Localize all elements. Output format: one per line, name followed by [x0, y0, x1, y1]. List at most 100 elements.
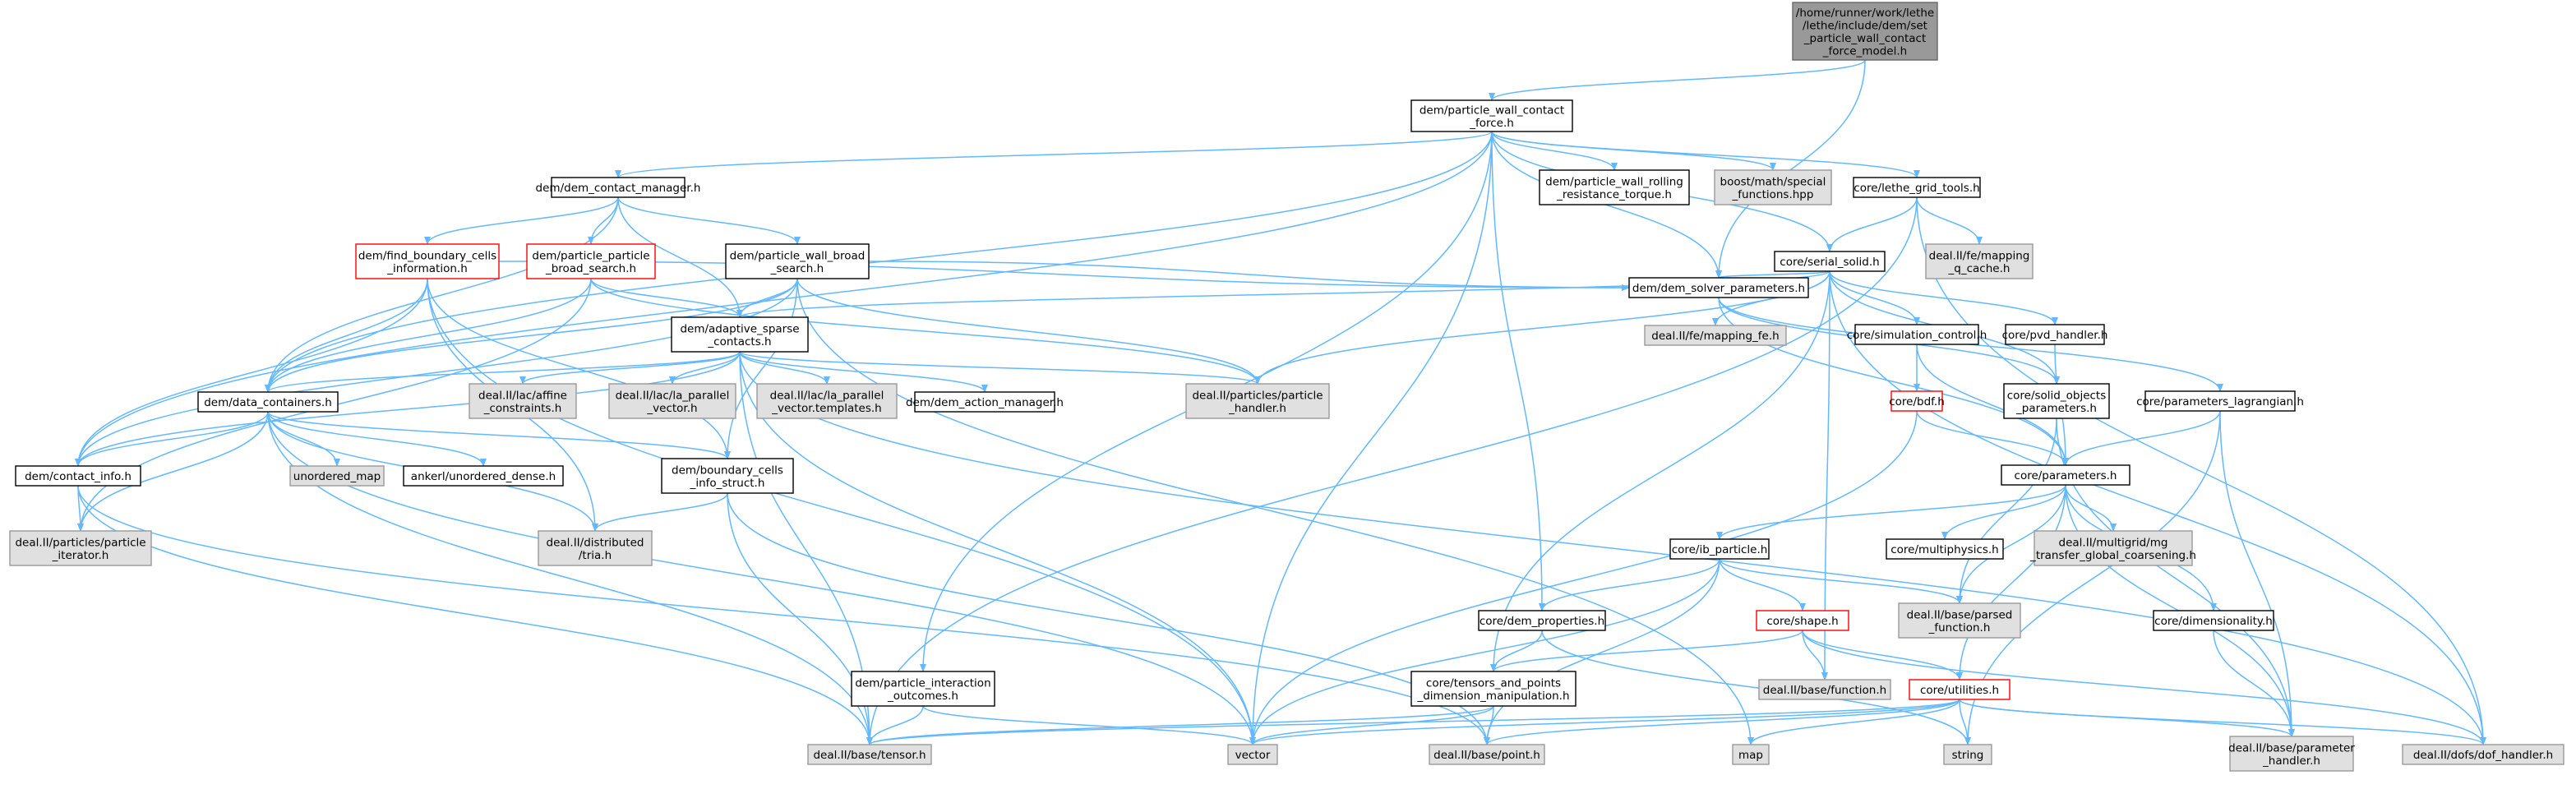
- node-box: [526, 243, 656, 279]
- node-label-line: _outcomes.h: [887, 690, 958, 703]
- graph-node-lgt[interactable]: core/lethe_grid_tools.h: [1853, 177, 1981, 198]
- edge-fbci-to-dsp: [498, 261, 1630, 291]
- node-label-line: string: [1952, 749, 1984, 762]
- edge-pio-to-vector: [922, 705, 1256, 745]
- graph-node-dof[interactable]: deal.II/dofs/dof_handler.h: [2402, 744, 2564, 765]
- node-label-line: dem/dem_solver_parameters.h: [1632, 282, 1805, 295]
- node-label-line: core/multiphysics.h: [1890, 543, 1999, 556]
- node-label-line: deal.II/base/tensor.h: [813, 749, 926, 762]
- edge-ibp-to-dp: [1539, 558, 1720, 611]
- edge-tpdm-to-tensor: [866, 705, 1494, 745]
- graph-node-pfunc[interactable]: deal.II/base/parsed_function.h: [1898, 602, 2021, 639]
- edge-dcm-to-fbci: [424, 196, 619, 245]
- graph-node-ppi[interactable]: deal.II/particles/particle_iterator.h: [9, 530, 152, 566]
- edge-asc-to-affine: [519, 351, 741, 385]
- graph-node-util[interactable]: core/utilities.h: [1909, 679, 2010, 700]
- graph-node-pwbs[interactable]: dem/particle_wall_broad_search.h: [725, 243, 870, 279]
- node-label-line: deal.II/particles/particle: [1192, 389, 1323, 402]
- graph-node-boost[interactable]: boost/math/special_functions.hpp: [1714, 169, 1832, 205]
- graph-node-shape[interactable]: core/shape.h: [1756, 610, 1849, 631]
- node-label-line: _search.h: [770, 262, 824, 275]
- node-label-line: dem/particle_interaction: [855, 676, 990, 690]
- graph-node-ci[interactable]: dem/contact_info.h: [15, 465, 141, 487]
- graph-node-func[interactable]: deal.II/base/function.h: [1758, 679, 1891, 700]
- edge-tpdm-to-vector: [1249, 705, 1494, 745]
- graph-node-map[interactable]: map: [1732, 744, 1770, 765]
- graph-node-pl[interactable]: core/parameters_lagrangian.h: [2136, 390, 2304, 412]
- node-label-line: dem/data_containers.h: [204, 396, 332, 409]
- graph-node-params[interactable]: core/parameters.h: [2001, 464, 2131, 486]
- node-label-line: unordered_map: [293, 470, 381, 483]
- node-label-line: deal.II/particles/particle: [15, 536, 145, 549]
- graph-node-bcis[interactable]: dem/boundary_cells_info_struct.h: [661, 458, 794, 494]
- graph-node-dsp[interactable]: dem/dem_solver_parameters.h: [1628, 277, 1809, 298]
- graph-node-pwrrt[interactable]: dem/particle_wall_rolling_resistance_tor…: [1539, 169, 1690, 205]
- node-label-line: vector: [1235, 749, 1271, 762]
- node-label-line: deal.II/base/function.h: [1763, 684, 1886, 697]
- graph-node-lapv[interactable]: deal.II/lac/la_parallel_vector.h: [608, 383, 736, 419]
- graph-node-ankerl[interactable]: ankerl/unordered_dense.h: [403, 465, 564, 487]
- graph-node-dp[interactable]: core/dem_properties.h: [1478, 610, 1606, 631]
- graph-node-root[interactable]: /home/runner/work/lethe/lethe/include/de…: [1792, 2, 1938, 61]
- edge-params-to-mphys: [1941, 484, 2066, 540]
- edge-shape-to-func: [1802, 630, 1828, 681]
- graph-node-lapvt[interactable]: deal.II/lac/la_parallel_vector.templates…: [756, 383, 898, 419]
- graph-node-tensor[interactable]: deal.II/base/tensor.h: [807, 744, 932, 765]
- node-label-line: deal.II/distributed: [547, 536, 644, 549]
- node-box: [1669, 538, 1770, 560]
- edge-params-to-ibp: [1716, 484, 2066, 540]
- graph-node-point[interactable]: deal.II/base/point.h: [1429, 744, 1545, 765]
- graph-node-fbci[interactable]: dem/find_boundary_cells_information.h: [355, 243, 500, 279]
- graph-node-vector[interactable]: vector: [1227, 744, 1278, 765]
- graph-node-dc[interactable]: dem/data_containers.h: [197, 391, 339, 413]
- node-label-line: /tria.h: [579, 549, 612, 562]
- edge-pwcf-to-dcm: [615, 131, 1493, 178]
- node-label-line: deal.II/base/parsed: [1907, 608, 2013, 621]
- graph-node-affine[interactable]: deal.II/lac/affine_constraints.h: [469, 383, 577, 419]
- node-label-line: deal.II/lac/la_parallel: [616, 389, 730, 402]
- graph-node-sc[interactable]: core/simulation_control.h: [1847, 324, 1987, 345]
- graph-node-mphys[interactable]: core/multiphysics.h: [1886, 538, 2004, 560]
- node-box: [289, 465, 385, 487]
- node-box: [1410, 671, 1577, 707]
- node-label-line: _force.h: [1469, 117, 1514, 130]
- graph-node-pph[interactable]: deal.II/particles/particle_handler.h: [1185, 383, 1330, 419]
- graph-node-dcm[interactable]: dem/dem_contact_manager.h: [536, 177, 701, 198]
- edge-pwbs-to-dsp: [868, 261, 1630, 291]
- node-label-line: /home/runner/work/lethe: [1796, 7, 1934, 20]
- graph-node-pwcf[interactable]: dem/particle_wall_contact_force.h: [1410, 99, 1573, 132]
- graph-node-ppbs[interactable]: dem/particle_particle_broad_search.h: [526, 243, 656, 279]
- node-box: [2229, 736, 2354, 772]
- graph-node-ss[interactable]: core/serial_solid.h: [1774, 251, 1886, 272]
- graph-node-sop[interactable]: core/solid_objects_parameters.h: [2003, 383, 2110, 419]
- graph-node-umap[interactable]: unordered_map: [289, 465, 385, 487]
- graph-node-string[interactable]: string: [1943, 744, 1992, 765]
- edge-ppbs-to-pph: [590, 278, 1261, 385]
- graph-node-pvd[interactable]: core/pvd_handler.h: [2002, 324, 2108, 345]
- graph-node-dim[interactable]: core/dimensionality.h: [2153, 610, 2274, 631]
- edge-root-to-dsp: [1715, 59, 1866, 279]
- node-box: [1898, 602, 2021, 639]
- graph-node-tpdm[interactable]: core/tensors_and_points_dimension_manipu…: [1410, 671, 1577, 707]
- graph-node-pmh[interactable]: deal.II/base/parameter_handler.h: [2228, 736, 2355, 772]
- edge-pwbs-to-pph: [796, 278, 1261, 385]
- edge-ppbs-to-dc: [265, 278, 592, 393]
- node-label-line: _function.h: [1928, 621, 1991, 634]
- node-label-line: dem/boundary_cells: [672, 464, 783, 477]
- graph-node-asc[interactable]: dem/adaptive_sparse_contacts.h: [671, 316, 809, 353]
- edge-bcis-to-tensor: [727, 492, 873, 745]
- graph-node-dam[interactable]: dem/dem_action_manager.h: [906, 391, 1064, 413]
- node-label-line: core/bdf.h: [1889, 395, 1945, 408]
- graph-node-ibp[interactable]: core/ib_particle.h: [1669, 538, 1770, 560]
- node-box: [1853, 177, 1981, 198]
- graph-node-bdf[interactable]: core/bdf.h: [1889, 390, 1945, 412]
- graph-node-dtria[interactable]: deal.II/distributed/tria.h: [538, 530, 653, 566]
- graph-node-mg[interactable]: deal.II/multigrid/mg_transfer_global_coa…: [2029, 530, 2196, 566]
- edge-shape-to-dof: [1802, 630, 2486, 745]
- node-box: [2153, 610, 2274, 631]
- graph-node-pio[interactable]: dem/particle_interaction_outcomes.h: [851, 671, 995, 707]
- graph-node-mapfe[interactable]: deal.II/fe/mapping_fe.h: [1644, 325, 1787, 346]
- edge-asc-to-dof: [739, 351, 2486, 745]
- node-label-line: dem/particle_particle: [532, 249, 649, 262]
- graph-node-mapqcache[interactable]: deal.II/fe/mapping_q_cache.h: [1925, 243, 2034, 279]
